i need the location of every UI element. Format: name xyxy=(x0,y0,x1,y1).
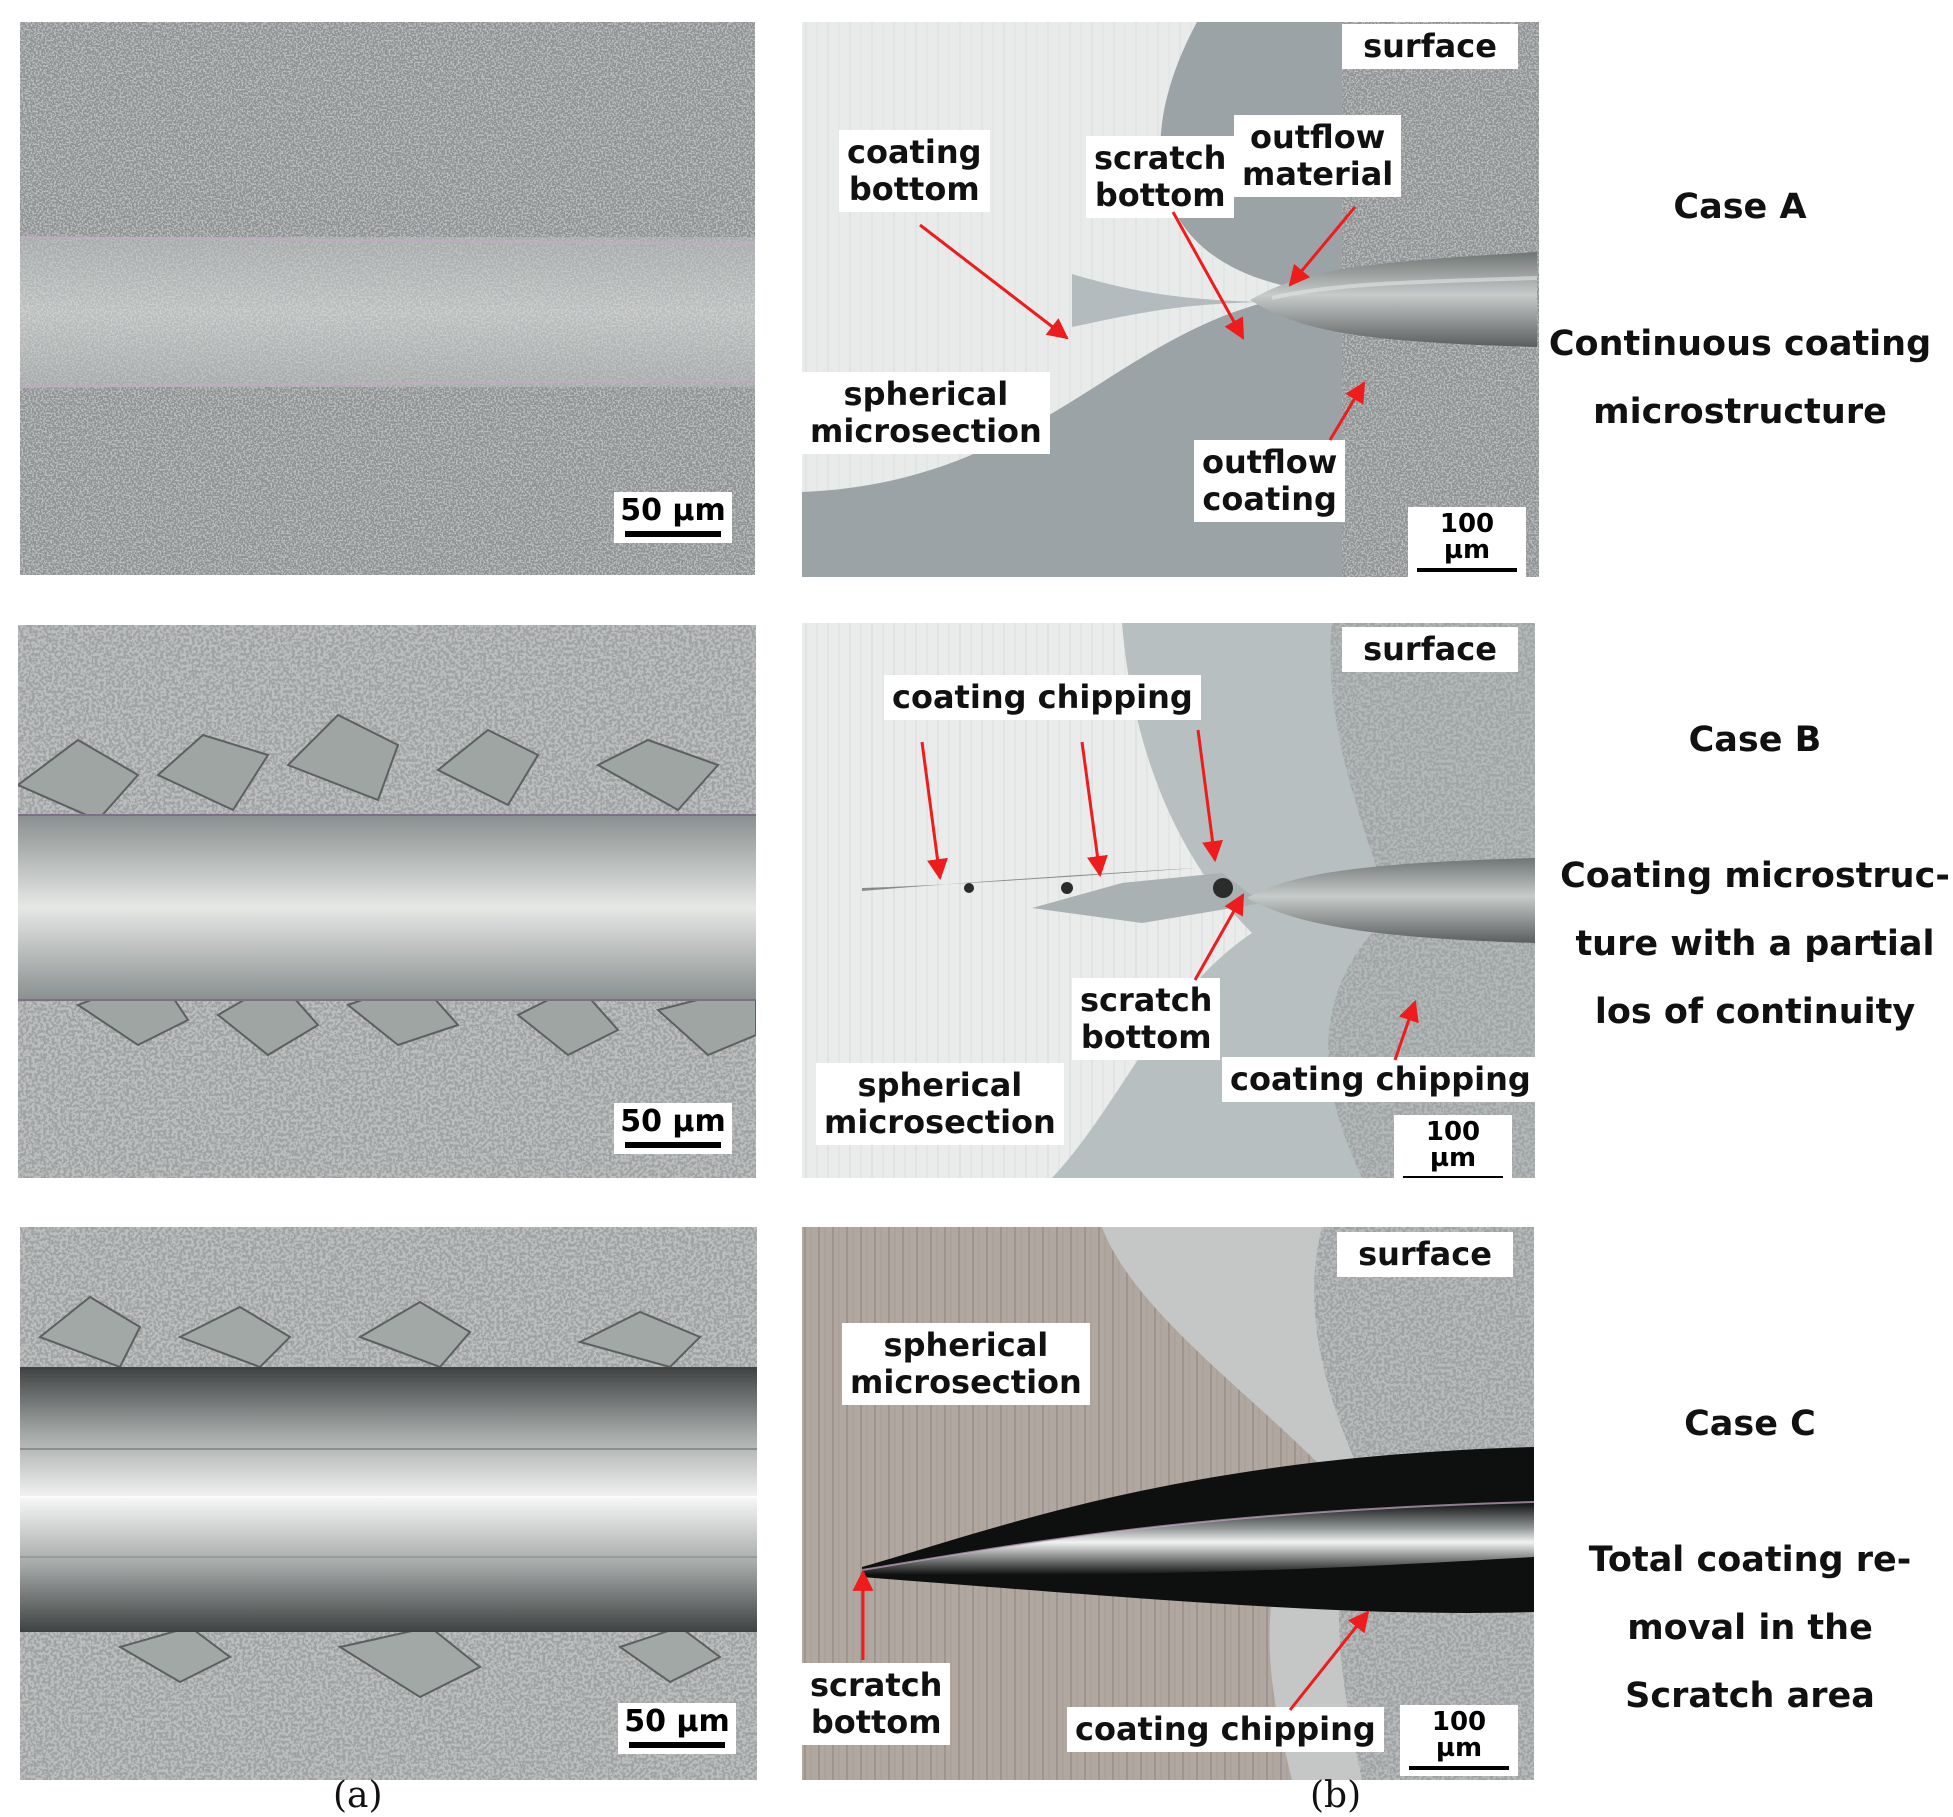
case-a-outflow-material-label: outflow material xyxy=(1234,115,1402,197)
label-line: material xyxy=(1242,154,1394,193)
label-line: outflow xyxy=(1249,118,1386,156)
case-b-coating-chipping-right-label: coating chipping xyxy=(1222,1057,1535,1102)
chipping-flakes xyxy=(18,713,756,1057)
case-c-spherical-microsection-label: spherical microsection xyxy=(842,1323,1090,1405)
case-c-coating-chipping-label: coating chipping xyxy=(1067,1707,1384,1752)
label-line: spherical xyxy=(857,1066,1023,1104)
case-a-surface-label: surface xyxy=(1342,24,1518,69)
description-line: Scratch area xyxy=(1625,1676,1875,1716)
scale-bar-line xyxy=(625,1142,721,1148)
label-line: scratch xyxy=(810,1666,943,1704)
scale-label: 100 µm xyxy=(1425,1117,1481,1173)
case-b-surface-label: surface xyxy=(1342,627,1518,672)
case-a-scale-bar-a: 50 µm xyxy=(614,492,732,543)
case-a-top-view-micrograph: 50 µm xyxy=(20,22,755,575)
case-b-coating-chipping-top-label: coating chipping xyxy=(884,675,1201,720)
case-a-description: Continuous coating microstructure xyxy=(1545,310,1935,446)
scale-bar-line xyxy=(629,1742,725,1748)
case-b-top-view-micrograph: 50 µm xyxy=(18,625,756,1178)
description-line: Total coating re- xyxy=(1588,1540,1912,1580)
scale-bar-line xyxy=(625,531,721,537)
label-line: coating xyxy=(1202,479,1337,518)
case-b-title: Case B xyxy=(1688,720,1822,760)
case-c-scale-bar-b: 100 µm xyxy=(1400,1705,1518,1776)
chipping-flakes xyxy=(38,1295,722,1699)
case-c-top-view-micrograph: 50 µm xyxy=(20,1227,757,1780)
case-c-title: Case C xyxy=(1684,1404,1816,1444)
label-line: microsection xyxy=(850,1362,1082,1401)
label-line: spherical xyxy=(843,375,1009,413)
description-line: moval in the xyxy=(1627,1608,1873,1648)
label-line: spherical xyxy=(883,1326,1049,1364)
label-line: microsection xyxy=(824,1102,1056,1141)
description-line: ture with a partial xyxy=(1575,924,1935,964)
scale-label: 100 µm xyxy=(1439,509,1495,565)
label-line: bottom xyxy=(1094,175,1226,214)
case-c-microsection-micrograph: surface spherical microsection scratch b… xyxy=(802,1227,1534,1780)
case-a-spherical-microsection-label: spherical microsection xyxy=(802,372,1050,454)
label-line: scratch xyxy=(1080,981,1213,1019)
case-a-scale-bar-b: 100 µm xyxy=(1408,507,1526,577)
case-b-description: Coating microstruc- ture with a partial … xyxy=(1560,842,1950,1046)
scale-label: 100 µm xyxy=(1431,1707,1487,1763)
label-line: microsection xyxy=(810,411,1042,450)
label-line: bottom xyxy=(1080,1017,1212,1056)
description-line: Coating microstruc- xyxy=(1560,856,1950,896)
subfigure-label-b: (b) xyxy=(1310,1775,1362,1816)
scale-label: 50 µm xyxy=(624,1704,730,1739)
scale-label: 50 µm xyxy=(620,1104,726,1139)
case-a-title: Case A xyxy=(1673,187,1807,227)
case-c-description: Total coating re- moval in the Scratch a… xyxy=(1555,1526,1945,1730)
scale-bar-line xyxy=(1417,568,1517,572)
subfigure-label-a: (a) xyxy=(333,1775,383,1816)
case-c-surface-label: surface xyxy=(1337,1232,1513,1277)
label-line: bottom xyxy=(848,169,980,208)
case-a-microsection-micrograph: surface coating bottom scratch bottom ou… xyxy=(802,22,1539,577)
case-b-scratch-bottom-label: scratch bottom xyxy=(1072,978,1221,1060)
case-b-scale-bar-b: 100 µm xyxy=(1394,1115,1512,1178)
label-line: outflow xyxy=(1202,443,1338,481)
label-line: coating xyxy=(847,133,982,171)
description-line: Continuous coating xyxy=(1548,324,1932,364)
scale-label: 50 µm xyxy=(620,493,726,528)
scale-bar-line xyxy=(1409,1766,1509,1770)
case-c-scratch-bottom-label: scratch bottom xyxy=(802,1663,951,1745)
case-c-scale-bar-a: 50 µm xyxy=(618,1703,736,1754)
case-b-microsection-micrograph: surface coating chipping scratch bottom … xyxy=(802,623,1535,1178)
label-line: scratch xyxy=(1094,139,1227,177)
case-a-outflow-coating-label: outflow coating xyxy=(1194,440,1346,522)
label-line: bottom xyxy=(810,1702,942,1741)
description-line: microstructure xyxy=(1593,392,1887,432)
case-a-scratch-bottom-label: scratch bottom xyxy=(1086,136,1235,218)
case-b-scale-bar-a: 50 µm xyxy=(614,1103,732,1154)
scale-bar-line xyxy=(1403,1176,1503,1178)
description-line: los of continuity xyxy=(1594,992,1916,1032)
case-b-spherical-microsection-label: spherical microsection xyxy=(816,1063,1064,1145)
case-a-coating-bottom-label: coating bottom xyxy=(839,130,990,212)
